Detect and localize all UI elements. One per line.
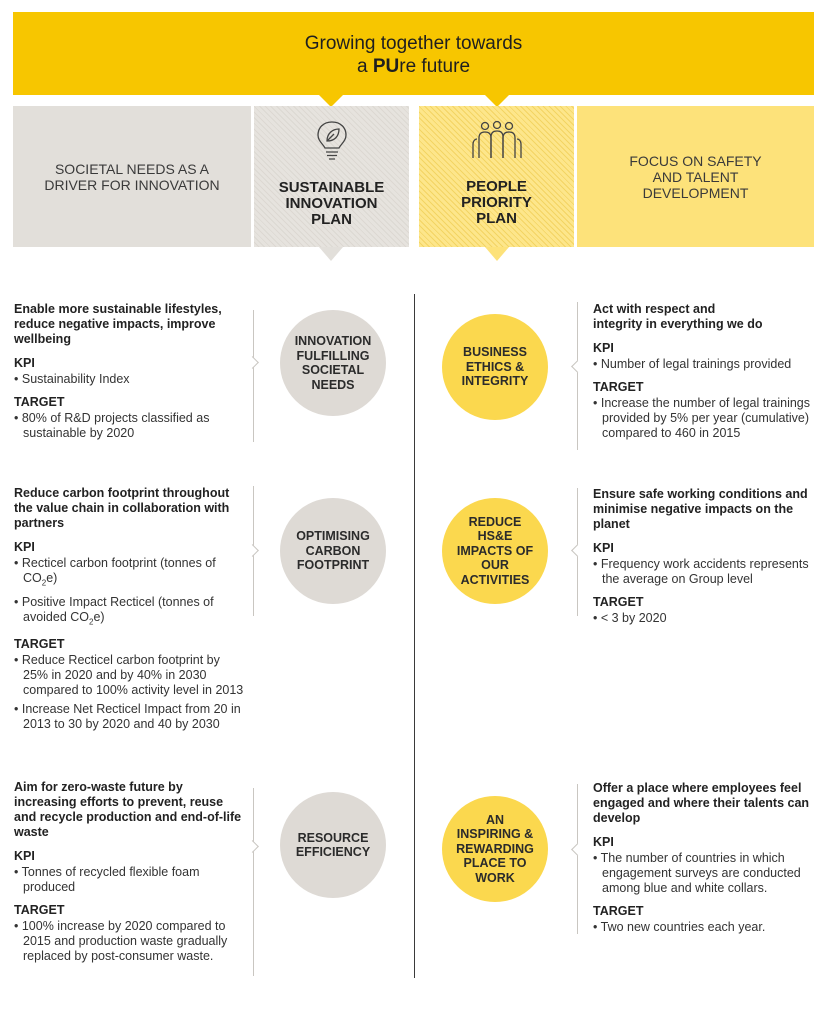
target-item: 80% of R&D projects classified as sustai…	[14, 411, 244, 441]
circle-innovation-societal-needs: INNOVATION FULFILLING SOCIETAL NEEDS	[280, 310, 386, 416]
right-section-2: Ensure safe working conditions and minim…	[593, 487, 823, 630]
left-bracket-tick-3	[246, 840, 259, 853]
left-bracket-tick-2	[246, 544, 259, 557]
safety-talent-box: FOCUS ON SAFETY AND TALENT DEVELOPMENT	[577, 106, 814, 247]
target-label: TARGET	[14, 395, 65, 409]
circle-reduce-hse-impacts: REDUCE HS&E IMPACTS OF OUR ACTIVITIES	[442, 498, 548, 604]
target-label: TARGET	[14, 903, 65, 917]
kpi-item: Frequency work accidents represents the …	[593, 557, 823, 587]
kpi-item: Recticel carbon footprint (tonnes of CO2…	[14, 556, 244, 591]
target-label: TARGET	[593, 380, 644, 394]
kpi-item: Positive Impact Recticel (tonnes of avoi…	[14, 595, 244, 630]
kpi-item: Number of legal trainings provided	[593, 357, 823, 372]
people-plan-pointer	[485, 247, 509, 261]
kpi-item: Tonnes of recycled flexible foam produce…	[14, 865, 244, 895]
circle-label: BUSINESS ETHICS & INTEGRITY	[461, 345, 529, 389]
title-banner	[13, 12, 814, 95]
target-item: Two new countries each year.	[593, 920, 823, 935]
sustainable-innovation-plan-title: SUSTAINABLE INNOVATION PLAN	[278, 179, 385, 228]
left-bracket-3	[252, 788, 254, 976]
safety-talent-text: FOCUS ON SAFETY AND TALENT DEVELOPMENT	[629, 152, 762, 201]
center-divider	[414, 294, 415, 978]
banner-title: Growing together towards a PUre future	[13, 32, 814, 78]
kpi-label: KPI	[14, 356, 35, 370]
target-item: Increase the number of legal trainings p…	[593, 396, 823, 441]
people-priority-plan-box: PEOPLE PRIORITY PLAN	[419, 106, 574, 247]
kpi-label: KPI	[14, 540, 35, 554]
target-item: 100% increase by 2020 compared to 2015 a…	[14, 919, 244, 964]
section-heading: Offer a place where employees feel engag…	[593, 781, 810, 825]
left-section-3: Aim for zero-waste future by increasing …	[14, 780, 244, 968]
societal-needs-text: SOCIETAL NEEDS AS A DRIVER FOR INNOVATIO…	[44, 160, 220, 193]
circle-inspiring-rewarding-place: AN INSPIRING & REWARDING PLACE TO WORK	[442, 796, 548, 902]
banner-title-line2: a PUre future	[356, 56, 471, 77]
left-section-2: Reduce carbon footprint throughout the v…	[14, 486, 244, 736]
kpi-item: The number of countries in which engagem…	[593, 851, 823, 896]
right-section-3: Offer a place where employees feel engag…	[593, 781, 823, 939]
left-section-1: Enable more sustainable lifestyles, redu…	[14, 302, 244, 445]
target-item: Increase Net Recticel Impact from 20 in …	[14, 702, 244, 732]
target-item: Reduce Recticel carbon footprint by 25% …	[14, 653, 244, 698]
kpi-item: Sustainability Index	[14, 372, 244, 387]
circle-label: INNOVATION FULFILLING SOCIETAL NEEDS	[294, 334, 372, 392]
kpi-label: KPI	[593, 341, 614, 355]
section-heading: Act with respect and integrity in everyt…	[593, 302, 763, 331]
people-group-icon	[471, 120, 523, 165]
target-label: TARGET	[593, 595, 644, 609]
circle-business-ethics-integrity: BUSINESS ETHICS & INTEGRITY	[442, 314, 548, 420]
section-heading: Aim for zero-waste future by increasing …	[14, 780, 242, 839]
innovation-plan-pointer	[319, 247, 343, 261]
circle-label: AN INSPIRING & REWARDING PLACE TO WORK	[456, 812, 534, 885]
right-bracket-3	[577, 784, 579, 934]
kpi-label: KPI	[14, 849, 35, 863]
target-item: < 3 by 2020	[593, 611, 823, 626]
circle-resource-efficiency: RESOURCE EFFICIENCY	[280, 792, 386, 898]
banner-title-line1: Growing together towards	[304, 33, 523, 54]
circle-label: OPTIMISING CARBON FOOTPRINT	[296, 529, 370, 573]
left-bracket-tick-1	[246, 356, 259, 369]
right-bracket-tick-1	[571, 360, 584, 373]
circle-label: RESOURCE EFFICIENCY	[295, 830, 371, 860]
circle-optimising-carbon-footprint: OPTIMISING CARBON FOOTPRINT	[280, 498, 386, 604]
left-bracket-1	[252, 310, 254, 442]
societal-needs-box: SOCIETAL NEEDS AS A DRIVER FOR INNOVATIO…	[13, 106, 251, 247]
right-bracket-1	[577, 302, 579, 450]
banner-pointer-right	[485, 95, 509, 107]
target-label: TARGET	[14, 637, 65, 651]
right-section-1: Act with respect and integrity in everyt…	[593, 302, 823, 445]
lightbulb-leaf-icon	[315, 119, 349, 166]
people-priority-plan-title: PEOPLE PRIORITY PLAN	[461, 178, 532, 227]
right-bracket-tick-2	[571, 544, 584, 557]
section-heading: Enable more sustainable lifestyles, redu…	[14, 302, 222, 346]
kpi-label: KPI	[593, 835, 614, 849]
kpi-label: KPI	[593, 541, 614, 555]
circle-label: REDUCE HS&E IMPACTS OF OUR ACTIVITIES	[456, 514, 534, 587]
sustainable-innovation-plan-box: SUSTAINABLE INNOVATION PLAN	[254, 106, 409, 247]
right-bracket-tick-3	[571, 843, 584, 856]
target-label: TARGET	[593, 904, 644, 918]
section-heading: Reduce carbon footprint throughout the v…	[14, 486, 230, 530]
banner-pointer-left	[319, 95, 343, 107]
section-heading: Ensure safe working conditions and minim…	[593, 487, 808, 531]
